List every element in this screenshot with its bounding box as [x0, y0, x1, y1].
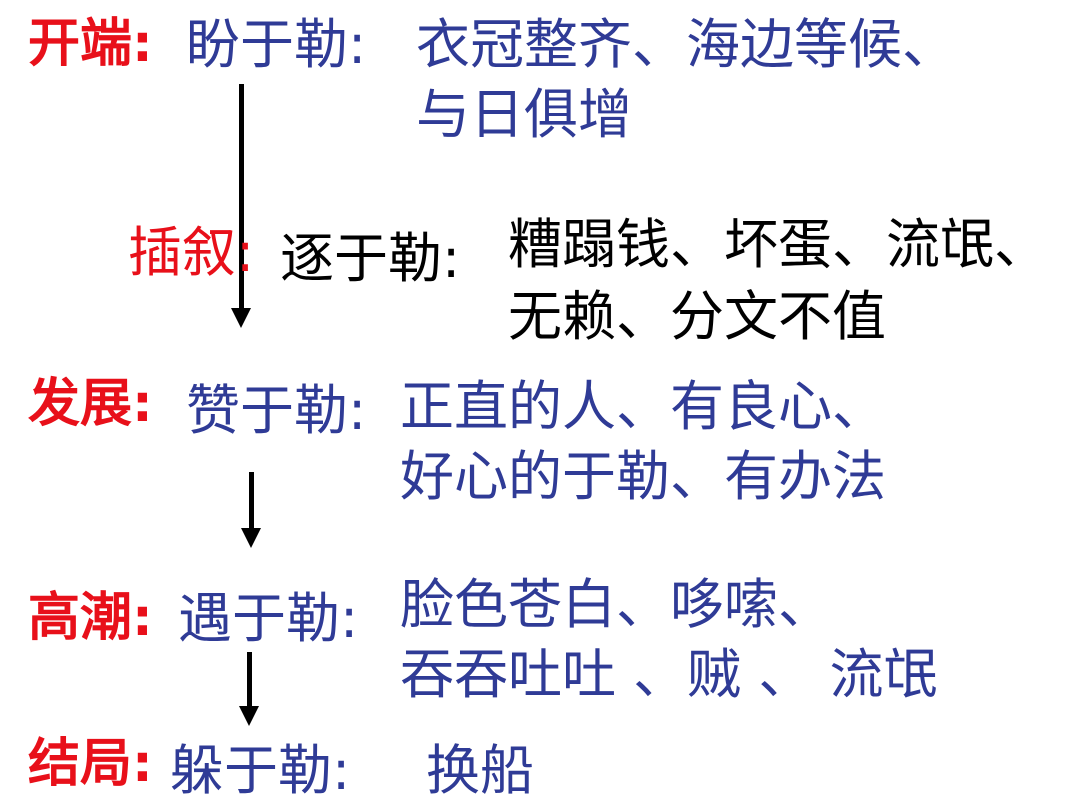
stage-desc-beginning-line1: 衣冠整齐、海边等候、 — [416, 13, 956, 76]
stage-desc-climax-line2: 吞吞吐吐 、贼 、 流氓 — [400, 643, 938, 706]
stage-desc-flashback-line2: 无赖、分文不值 — [508, 285, 886, 348]
stage-label-climax: 高潮: — [28, 588, 153, 648]
arrow-mid-shaft — [249, 472, 254, 530]
stage-desc-flashback-line1: 糟蹋钱、坏蛋、流氓、 — [508, 213, 1048, 276]
stage-name-development: 赞于勒: — [186, 379, 367, 442]
stage-label-development: 发展: — [28, 374, 153, 434]
stage-desc-development-line1: 正直的人、有良心、 — [400, 375, 886, 438]
arrow-mid-head — [241, 528, 261, 548]
arrow-low-head — [239, 706, 259, 726]
arrow-low-shaft — [247, 652, 252, 708]
arrow-long-head — [231, 308, 251, 328]
stage-desc-development-line2: 好心的于勒、有办法 — [400, 445, 886, 508]
stage-name-beginning: 盼于勒: — [186, 13, 367, 76]
stage-desc-climax-line1: 脸色苍白、哆嗦、 — [400, 573, 832, 636]
stage-desc-ending-line1: 换船 — [426, 739, 534, 802]
stage-label-flashback: 插叙: — [128, 221, 255, 284]
stage-name-climax: 遇于勒: — [178, 587, 359, 650]
stage-name-flashback: 逐于勒: — [280, 227, 461, 290]
arrow-long-shaft — [239, 84, 244, 310]
stage-desc-beginning-line2: 与日俱增 — [416, 83, 632, 146]
stage-label-beginning: 开端: — [28, 14, 153, 74]
stage-name-ending: 躲于勒: — [170, 739, 351, 802]
stage-label-ending: 结局: — [28, 734, 153, 794]
